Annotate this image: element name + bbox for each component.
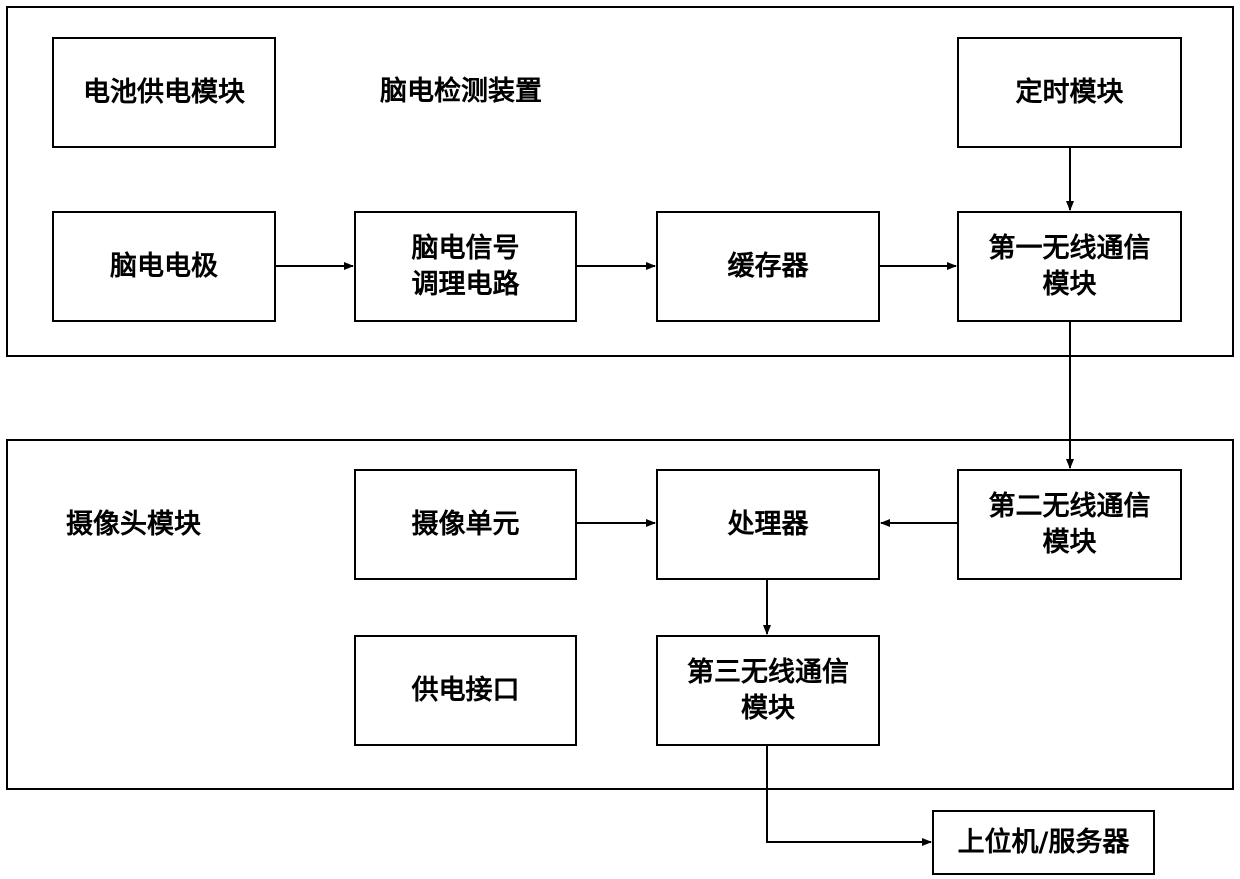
arrow-wireless3-to-host	[767, 746, 931, 842]
